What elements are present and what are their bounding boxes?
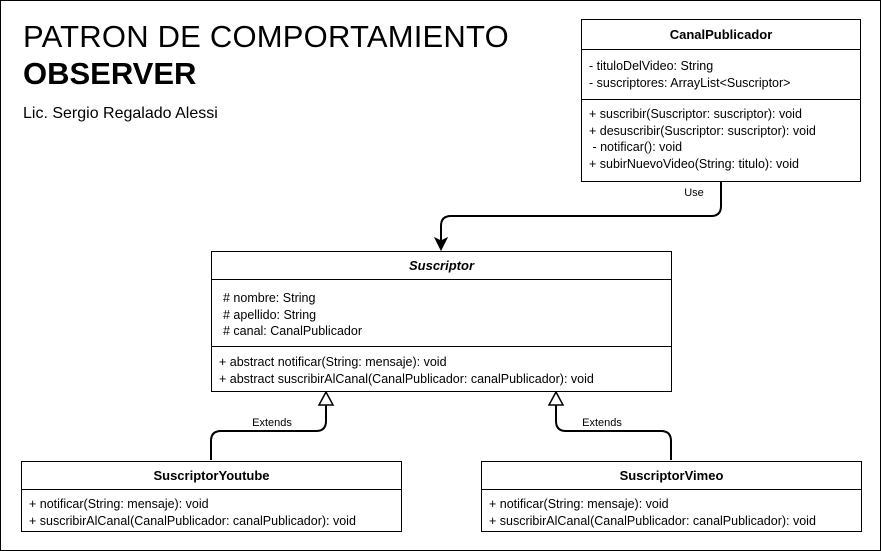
- extends-youtube-line: [210, 405, 327, 460]
- operation: + notificar(String: mensaje): void: [29, 497, 209, 511]
- use-association-line: [440, 182, 722, 245]
- class-name: SuscriptorYoutube: [22, 462, 401, 490]
- operation: + suscribirAlCanal(CanalPublicador: cana…: [489, 513, 816, 528]
- attribute: - tituloDelVideo: String: [589, 59, 714, 73]
- attribute: # nombre: String: [223, 291, 316, 305]
- use-label: Use: [684, 187, 704, 199]
- extends-youtube-label: Extends: [252, 417, 292, 429]
- extends-vimeo-arrowhead: [547, 390, 565, 406]
- class-canal-publicador[interactable]: CanalPublicador - tituloDelVideo: String…: [581, 19, 861, 182]
- diagram-title: PATRON DE COMPORTAMIENTO: [23, 19, 509, 54]
- operation: + abstract suscribirAlCanal(CanalPublica…: [219, 371, 594, 386]
- attribute: - suscriptores: ArrayList<Suscriptor>: [589, 75, 791, 90]
- extends-vimeo-line: [555, 405, 672, 460]
- class-suscriptor-youtube[interactable]: SuscriptorYoutube + notificar(String: me…: [21, 461, 402, 532]
- class-name: CanalPublicador: [582, 20, 860, 50]
- operations-section: + notificar(String: mensaje): void + sus…: [22, 490, 401, 529]
- class-name: Suscriptor: [212, 252, 671, 280]
- operations-section: + suscribir(Suscriptor: suscriptor): voi…: [582, 100, 860, 172]
- author-credit: Lic. Sergio Regalado Alessi: [23, 105, 218, 122]
- operation: + subirNuevoVideo(String: titulo): void: [589, 156, 799, 171]
- operation: - notificar(): void: [589, 140, 683, 154]
- operation: + desuscribir(Suscriptor: suscriptor): v…: [589, 123, 816, 138]
- attributes-section: - tituloDelVideo: String - suscriptores:…: [582, 50, 860, 100]
- operation: + suscribir(Suscriptor: suscriptor): voi…: [589, 107, 802, 121]
- class-suscriptor[interactable]: Suscriptor # nombre: String # apellido: …: [211, 251, 672, 392]
- operation: + abstract notificar(String: mensaje): v…: [219, 355, 447, 369]
- operation: + suscribirAlCanal(CanalPublicador: cana…: [29, 513, 356, 528]
- class-name: SuscriptorVimeo: [482, 462, 861, 490]
- extends-vimeo-label: Extends: [582, 417, 622, 429]
- use-association-arrowhead: [433, 236, 449, 252]
- attributes-section: # nombre: String # apellido: String # ca…: [212, 280, 671, 347]
- attribute: # canal: CanalPublicador: [223, 324, 362, 338]
- extends-youtube-arrowhead: [317, 390, 335, 406]
- operations-section: + abstract notificar(String: mensaje): v…: [212, 347, 671, 387]
- attribute: # apellido: String: [223, 307, 317, 322]
- diagram-subtitle: OBSERVER: [23, 56, 197, 91]
- operations-section: + notificar(String: mensaje): void + sus…: [482, 490, 861, 529]
- class-suscriptor-vimeo[interactable]: SuscriptorVimeo + notificar(String: mens…: [481, 461, 862, 532]
- operation: + notificar(String: mensaje): void: [489, 497, 669, 511]
